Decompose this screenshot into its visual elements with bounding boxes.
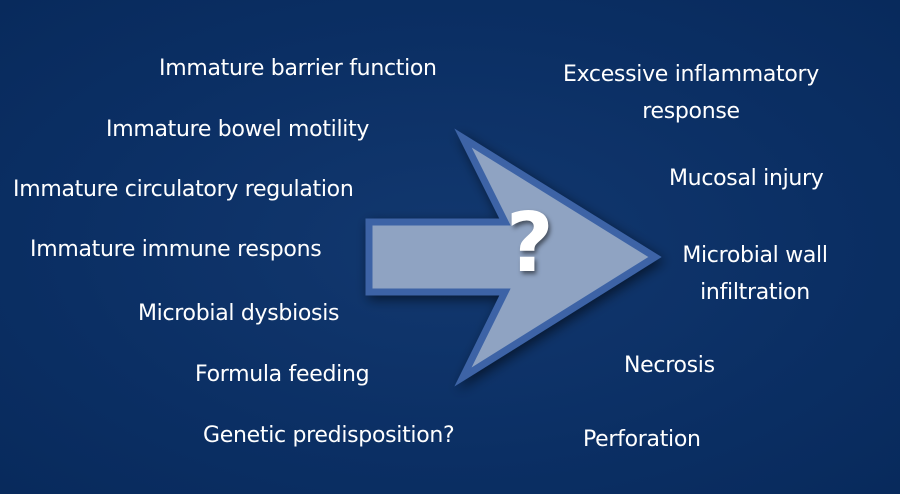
outcome-perforation: Perforation <box>583 427 701 452</box>
outcome-mucosal-injury: Mucosal injury <box>669 166 824 191</box>
arrow-shape <box>365 128 662 387</box>
outcome-line: response <box>642 99 740 124</box>
cause-circulatory-regulation: Immature circulatory regulation <box>13 177 354 202</box>
outcome-necrosis: Necrosis <box>624 353 715 378</box>
question-mark: ? <box>506 196 554 291</box>
outcome-line: infiltration <box>700 280 810 305</box>
outcome-microbial-wall-infiltration: Microbial wall infiltration <box>670 237 840 311</box>
cause-immune-response: Immature immune respons <box>30 237 322 262</box>
cause-formula-feeding: Formula feeding <box>195 362 370 387</box>
cause-microbial-dysbiosis: Microbial dysbiosis <box>138 301 340 326</box>
cause-genetic-predisposition: Genetic predisposition? <box>203 423 455 448</box>
cause-bowel-motility: Immature bowel motility <box>106 117 370 142</box>
outcome-inflammatory-response: Excessive inflammatory response <box>556 56 826 130</box>
outcome-line: Excessive inflammatory <box>562 62 820 87</box>
outcome-line: Microbial wall <box>682 243 828 268</box>
cause-barrier-function: Immature barrier function <box>159 56 437 81</box>
